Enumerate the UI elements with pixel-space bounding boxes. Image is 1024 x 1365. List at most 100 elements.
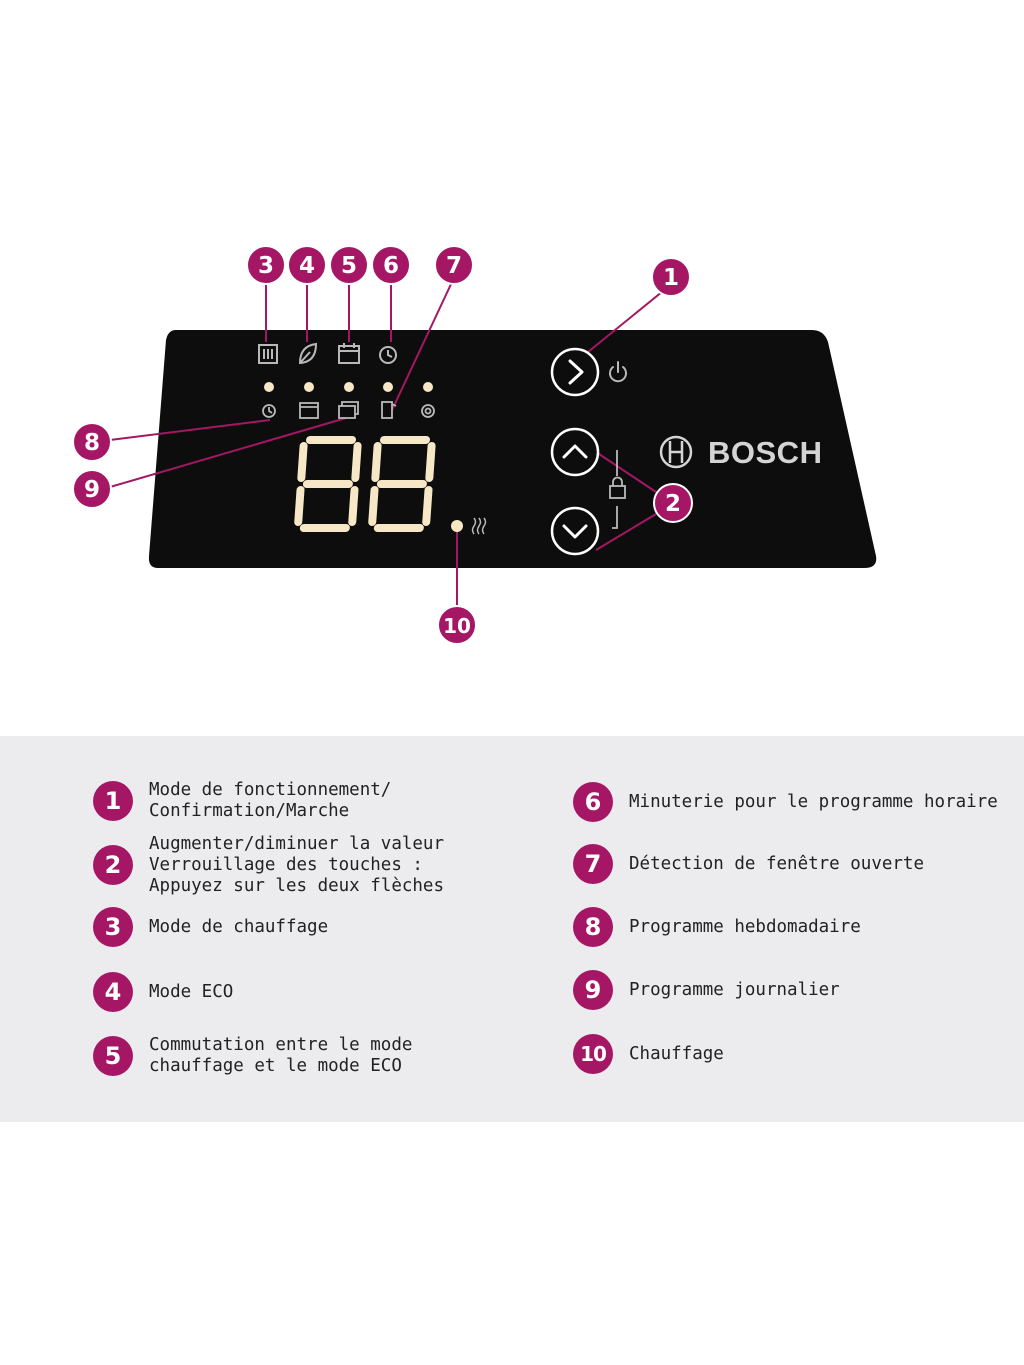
heating-mode-icon bbox=[258, 344, 278, 364]
bosch-logo-icon bbox=[659, 435, 693, 469]
status-led bbox=[304, 382, 314, 392]
legend-line: Mode de fonctionnement/ bbox=[149, 780, 392, 800]
brand-name: BOSCH bbox=[708, 435, 822, 470]
legend-badge: 1 bbox=[93, 781, 133, 821]
legend-item-3: 3 Mode de chauffage bbox=[93, 907, 328, 947]
legend-badge: 7 bbox=[573, 844, 613, 884]
settings-gear-icon bbox=[421, 404, 435, 418]
up-arrow-button[interactable] bbox=[550, 427, 600, 477]
legend-description: Programme hebdomadaire bbox=[629, 917, 861, 938]
legend-line: chauffage et le mode ECO bbox=[149, 1056, 402, 1076]
digit-segment bbox=[422, 486, 433, 526]
status-led bbox=[383, 382, 393, 392]
callout-badge-10 bbox=[437, 605, 477, 645]
status-led bbox=[264, 382, 274, 392]
chevron-right-icon bbox=[568, 359, 584, 385]
legend-description: Mode ECO bbox=[149, 982, 233, 1003]
callout-badge-3 bbox=[246, 245, 286, 285]
legend-badge: 6 bbox=[573, 782, 613, 822]
legend-line: Verrouillage des touches : bbox=[149, 854, 423, 875]
chevron-up-icon bbox=[562, 444, 588, 459]
chevron-down-icon bbox=[562, 524, 588, 539]
digit-segment bbox=[294, 486, 305, 526]
legend-description: Programme journalier bbox=[629, 980, 840, 1001]
display-digits bbox=[294, 436, 436, 532]
weekly-calendar-icon bbox=[299, 402, 319, 419]
padlock-icon bbox=[609, 450, 626, 529]
callout-badge-7 bbox=[434, 245, 474, 285]
legend-line: Mode ECO bbox=[149, 981, 234, 1002]
eco-leaf-icon bbox=[298, 342, 318, 365]
legend-line: Augmenter/diminuer la valeur bbox=[149, 833, 445, 854]
legend-item-6: 6 Minuterie pour le programme horaire bbox=[573, 782, 998, 822]
legend-line: Commutation entre le mode bbox=[149, 1035, 413, 1055]
legend-line: Programme hebdomadaire bbox=[629, 916, 861, 937]
legend-line: Détection de fenêtre ouverte bbox=[629, 853, 925, 874]
legend-description: Mode de fonctionnement/Confirmation/Marc… bbox=[149, 780, 391, 822]
calendar-icon bbox=[338, 343, 360, 364]
callout-badge-5 bbox=[329, 245, 369, 285]
legend-badge: 5 bbox=[93, 1036, 133, 1076]
legend-description: Détection de fenêtre ouverte bbox=[629, 854, 924, 875]
legend-badge: 9 bbox=[573, 970, 613, 1010]
callout-number: 7 bbox=[446, 253, 462, 279]
digit-segment bbox=[348, 486, 359, 526]
legend-line: Minuterie pour le programme horaire bbox=[629, 791, 998, 812]
callout-badge-1 bbox=[651, 257, 691, 297]
legend-item-7: 7 Détection de fenêtre ouverte bbox=[573, 844, 924, 884]
legend-description: Chauffage bbox=[629, 1044, 724, 1065]
digit-segment bbox=[425, 442, 436, 482]
down-arrow-button[interactable] bbox=[550, 506, 600, 556]
digit-segment bbox=[371, 442, 382, 482]
legend-line: Confirmation/Marche bbox=[149, 801, 350, 821]
legend-line: Programme journalier bbox=[629, 979, 840, 1000]
legend-item-10: 10 Chauffage bbox=[573, 1034, 724, 1074]
display-digit bbox=[294, 436, 362, 532]
mode-confirm-button[interactable] bbox=[550, 347, 600, 397]
legend-badge: 10 bbox=[573, 1034, 613, 1074]
control-panel bbox=[148, 330, 877, 568]
display-digit bbox=[368, 436, 436, 532]
digit-segment bbox=[351, 442, 362, 482]
legend-line: Mode de chauffage bbox=[149, 916, 329, 937]
callout-leader-lines bbox=[109, 281, 669, 608]
callout-number: 5 bbox=[341, 253, 357, 279]
callout-number: 1 bbox=[663, 265, 679, 291]
daily-calendar-icon bbox=[338, 401, 359, 419]
legend-badge: 3 bbox=[93, 907, 133, 947]
power-icon bbox=[609, 361, 627, 383]
clock-icon bbox=[262, 404, 276, 418]
callout-badge-4 bbox=[287, 245, 327, 285]
callout-badge-8 bbox=[72, 422, 112, 462]
status-led bbox=[423, 382, 433, 392]
legend-panel bbox=[0, 736, 1024, 1122]
callout-number: 3 bbox=[258, 253, 274, 279]
callout-number: 8 bbox=[84, 430, 100, 456]
legend-line: Appuyez sur les deux flèches bbox=[149, 875, 445, 896]
callout-number: 6 bbox=[383, 253, 399, 279]
callout-badge-9 bbox=[72, 469, 112, 509]
callout-badge-2 bbox=[653, 483, 693, 523]
heating-led bbox=[451, 520, 463, 532]
timer-clock-icon bbox=[379, 346, 397, 364]
status-leds bbox=[264, 382, 433, 392]
legend-item-9: 9 Programme journalier bbox=[573, 970, 840, 1010]
callout-number: 2 bbox=[665, 491, 681, 517]
legend-description: Mode de chauffage bbox=[149, 917, 328, 938]
callout-number: 9 bbox=[84, 477, 100, 503]
heat-waves-icon bbox=[471, 517, 487, 535]
legend-description: Minuterie pour le programme horaire bbox=[629, 792, 998, 813]
legend-badge: 2 bbox=[93, 845, 133, 885]
seven-segment-display: 88 bbox=[294, 436, 436, 532]
legend-line: Chauffage bbox=[629, 1043, 724, 1064]
callout-badge-6 bbox=[371, 245, 411, 285]
digit-segment bbox=[368, 486, 379, 526]
